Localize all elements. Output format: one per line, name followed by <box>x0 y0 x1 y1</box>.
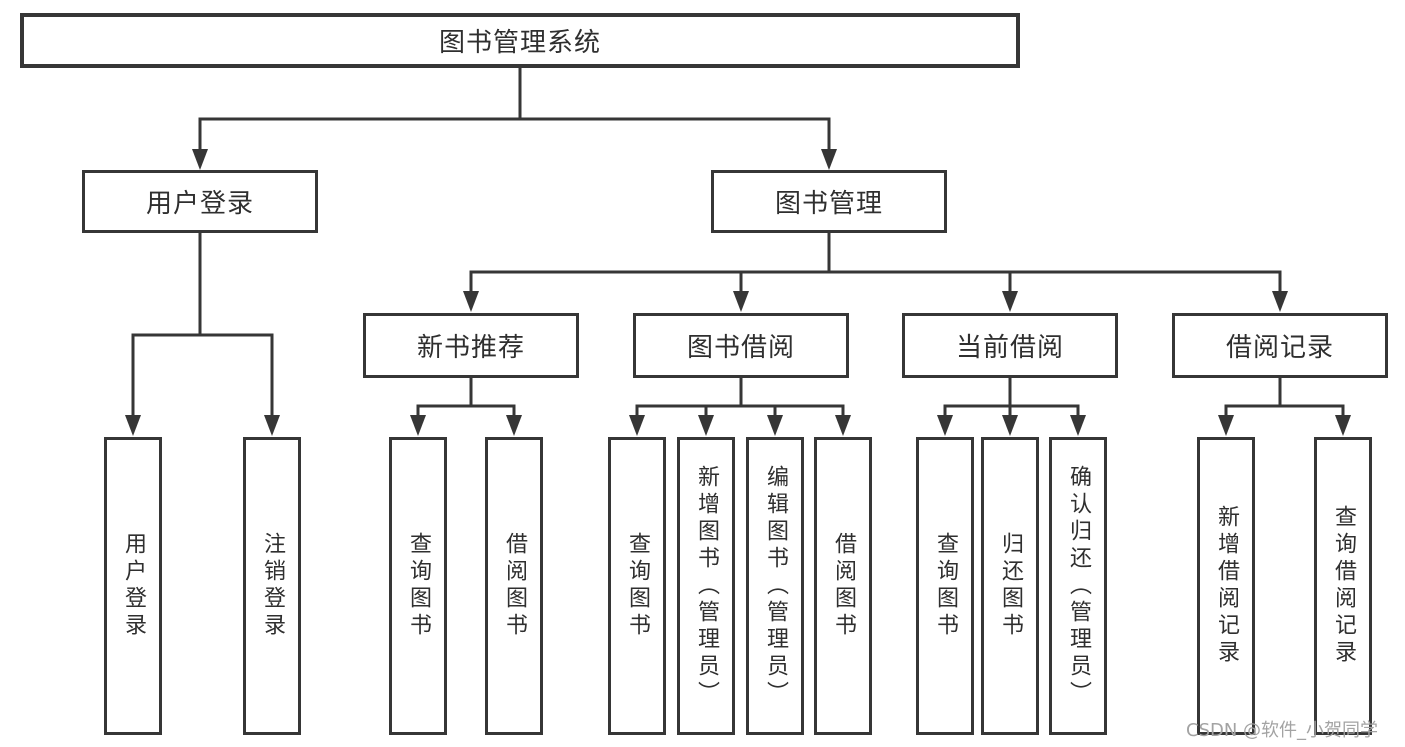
leaf-query-borrow-record: 查询借阅记录 <box>1314 437 1372 735</box>
leaf-query-books: 查询图书 <box>608 437 666 735</box>
edge-bookmgmt-to-level3 <box>469 233 1282 293</box>
arrowhead <box>937 415 953 436</box>
leaf-add-books-admin: 新增图书（管理员） <box>677 437 735 735</box>
node-book-borrow: 图书借阅 <box>633 313 849 378</box>
edge-newbook-to-leaves <box>416 378 516 417</box>
node-current-borrow: 当前借阅 <box>902 313 1118 378</box>
leaf-return-books: 归还图书 <box>981 437 1039 735</box>
arrowhead <box>821 149 837 170</box>
arrowhead <box>1218 415 1234 436</box>
leaf-logout: 注销登录 <box>243 437 301 735</box>
edge-currentborrow-to-leaves <box>943 378 1080 417</box>
arrowhead <box>733 291 749 312</box>
leaf-borrow-books: 借阅图书 <box>485 437 543 735</box>
arrowhead <box>192 149 208 170</box>
node-root-system: 图书管理系统 <box>20 13 1020 68</box>
node-book-management: 图书管理 <box>711 170 947 233</box>
csdn-watermark: CSDN @软件_小贺同学 <box>1186 720 1379 741</box>
tree-edges <box>131 68 1345 417</box>
arrowhead <box>125 415 141 436</box>
arrowhead <box>698 415 714 436</box>
arrowhead <box>506 415 522 436</box>
node-new-book-recommend: 新书推荐 <box>363 313 579 378</box>
leaf-query-books: 查询图书 <box>916 437 974 735</box>
arrowhead <box>410 415 426 436</box>
edge-userlogin-to-leaves <box>131 233 274 417</box>
edge-borrowrecord-to-leaves <box>1224 378 1345 417</box>
node-user-login: 用户登录 <box>82 170 318 233</box>
leaf-user-login: 用户登录 <box>104 437 162 735</box>
arrowhead <box>1272 291 1288 312</box>
leaf-edit-books-admin: 编辑图书（管理员） <box>746 437 804 735</box>
leaf-borrow-books: 借阅图书 <box>814 437 872 735</box>
arrowhead <box>1335 415 1351 436</box>
arrowhead <box>1002 291 1018 312</box>
arrowhead <box>1070 415 1086 436</box>
arrowhead <box>1002 415 1018 436</box>
arrowhead <box>767 415 783 436</box>
leaf-add-borrow-record: 新增借阅记录 <box>1197 437 1255 735</box>
edge-bookborrow-to-leaves <box>635 378 845 417</box>
node-borrow-record: 借阅记录 <box>1172 313 1388 378</box>
leaf-confirm-return-admin: 确认归还（管理员） <box>1049 437 1107 735</box>
leaf-query-books: 查询图书 <box>389 437 447 735</box>
arrowhead <box>835 415 851 436</box>
arrowhead <box>629 415 645 436</box>
arrowheads <box>125 149 1351 436</box>
arrowhead <box>264 415 280 436</box>
edge-root-to-level2 <box>198 68 831 151</box>
arrowhead <box>463 291 479 312</box>
